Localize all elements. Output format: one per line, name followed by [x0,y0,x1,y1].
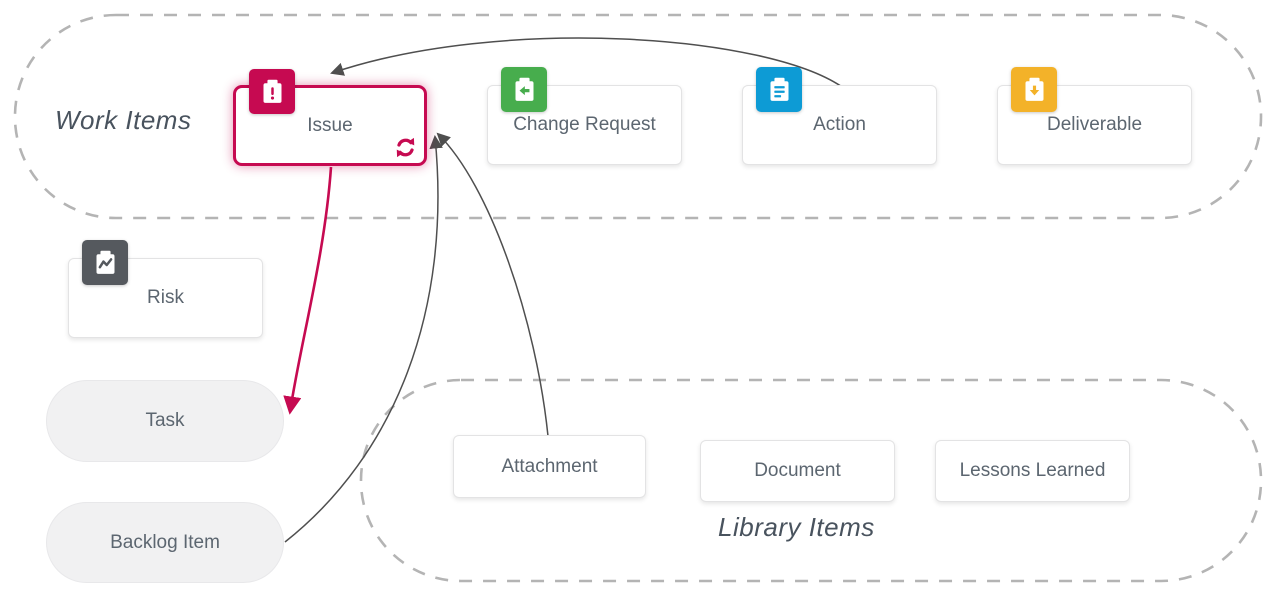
node-label: Lessons Learned [959,460,1106,481]
work-items-group-outline [13,13,1263,220]
edge-issue-to-task [283,166,333,415]
node-risk[interactable]: Risk [68,240,263,338]
node-label: Change Request [513,114,656,135]
sync-icon[interactable] [394,136,417,159]
clipboard-arrow-left-icon [501,67,547,112]
edge-attachment-to-issue [436,132,549,437]
node-backlog-item[interactable]: Backlog Item [46,502,284,583]
node-label: Deliverable [1046,114,1143,135]
node-action[interactable]: Action [742,67,937,165]
clipboard-zigzag-icon [82,240,128,285]
clipboard-list-icon [756,67,802,112]
clipboard-exclamation-icon [249,69,295,114]
node-attachment[interactable]: Attachment [453,435,646,498]
edge-backlog-item-to-issue [284,134,443,543]
node-deliverable[interactable]: Deliverable [997,67,1192,165]
node-label: Document [754,460,841,481]
node-task[interactable]: Task [46,380,284,462]
edge-action-to-issue [330,37,846,90]
node-label: Task [145,410,185,431]
node-lessons-learned[interactable]: Lessons Learned [935,440,1130,502]
node-change-request[interactable]: Change Request [487,67,682,165]
clipboard-arrow-down-icon [1011,67,1057,112]
node-document[interactable]: Document [700,440,895,502]
node-issue[interactable]: Issue [233,69,427,166]
node-label: Backlog Item [110,531,220,553]
node-label: Attachment [501,455,598,477]
work-items-group-label: Work Items [55,105,192,135]
node-label: Action [813,114,866,135]
node-label: Issue [307,114,353,136]
library-items-group-label: Library Items [718,512,875,542]
node-label: Risk [147,287,184,308]
